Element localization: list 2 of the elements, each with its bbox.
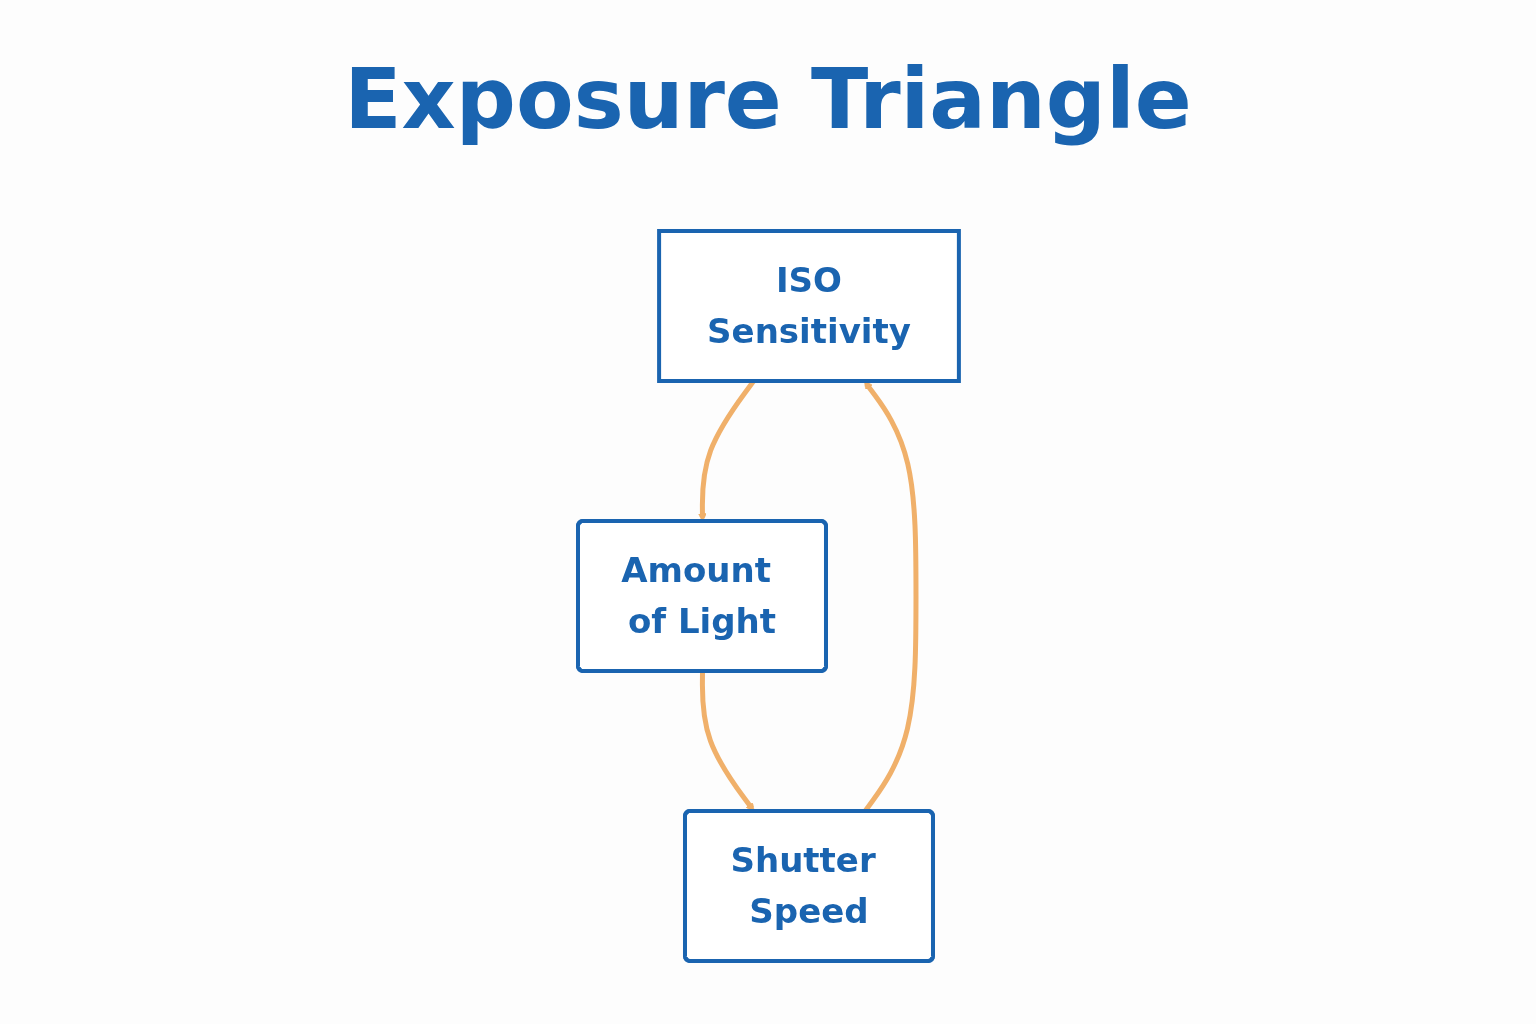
title: Exposure Triangle: [344, 50, 1192, 148]
node-box: ISO Sensitivity: [656, 229, 961, 383]
